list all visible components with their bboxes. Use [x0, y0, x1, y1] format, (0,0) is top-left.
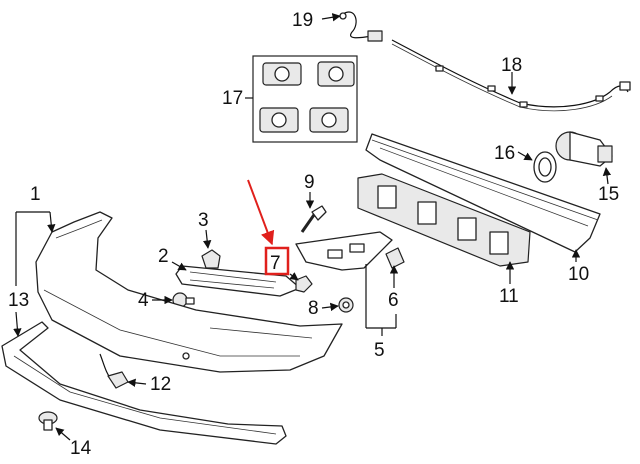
callout-5: 5 [374, 340, 385, 361]
wiring-harness-19 [339, 11, 383, 42]
clip-set-17 [252, 55, 358, 143]
clip-6 [385, 247, 405, 269]
callout-16: 16 [494, 143, 515, 164]
push-pin-14 [38, 411, 58, 431]
clip-3 [201, 249, 221, 269]
callout-8: 8 [308, 298, 319, 319]
energy-absorber-11 [357, 173, 531, 267]
valance-13 [1, 321, 287, 445]
callout-2: 2 [158, 246, 169, 267]
bolt-9 [300, 205, 327, 233]
clip-7 [295, 275, 313, 293]
callout-14: 14 [70, 438, 92, 459]
callout-15: 15 [598, 184, 619, 205]
callout-10: 10 [568, 264, 589, 285]
sensor-ring-16 [533, 151, 557, 183]
callout-3: 3 [198, 210, 209, 231]
leader-lines [13, 13, 612, 441]
callout-17: 17 [222, 88, 243, 109]
callout-13: 13 [8, 290, 29, 311]
parking-sensor-15 [555, 131, 613, 167]
bracket-5 [295, 231, 393, 271]
highlight-7 [247, 179, 290, 276]
wire-12 [99, 353, 129, 389]
sensor-harness-18 [391, 39, 631, 112]
callout-9: 9 [304, 172, 315, 193]
callout-12: 12 [150, 374, 171, 395]
nut-8 [338, 297, 354, 313]
callout-11: 11 [499, 286, 519, 307]
bolt-4 [172, 292, 195, 308]
callout-18: 18 [501, 55, 522, 76]
retainer-2 [175, 265, 301, 297]
callout-1: 1 [30, 184, 41, 205]
callout-19: 19 [292, 10, 313, 31]
bumper-cover-1 [35, 211, 343, 373]
callout-7: 7 [270, 253, 281, 274]
callout-6: 6 [388, 290, 399, 311]
callout-4: 4 [138, 290, 149, 311]
